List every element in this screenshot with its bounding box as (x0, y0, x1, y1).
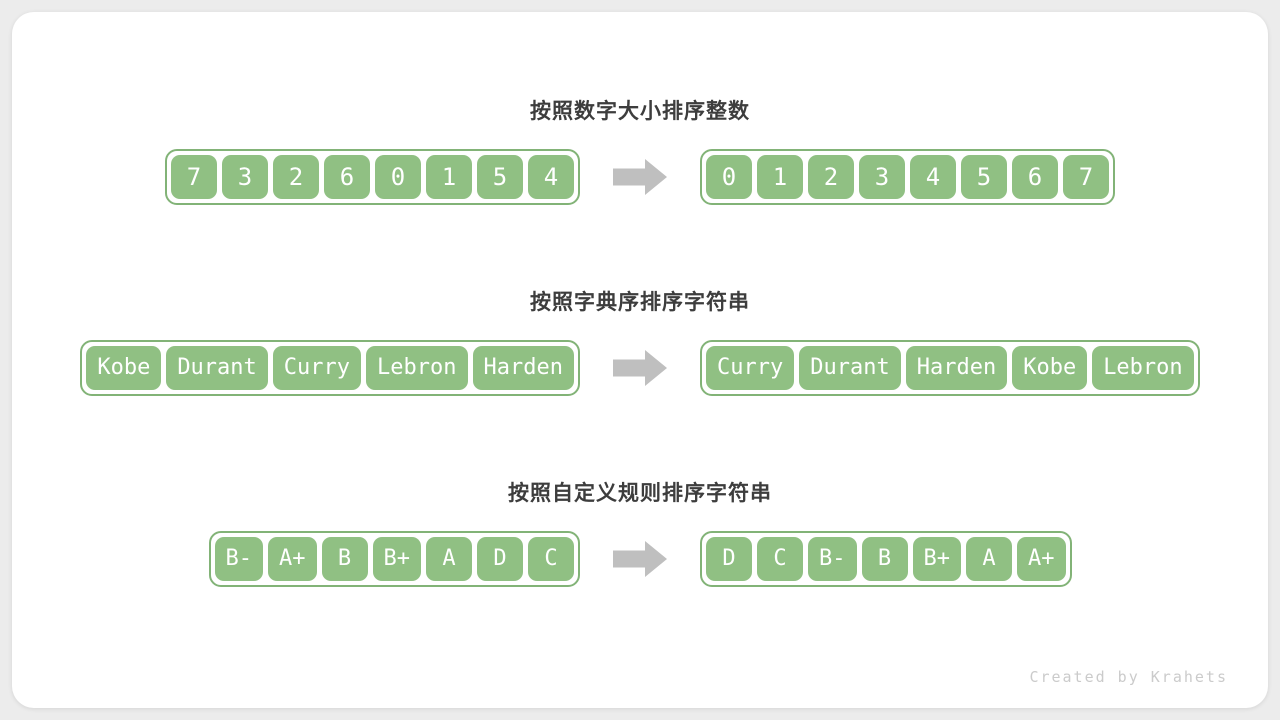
array-cell: 2 (273, 155, 319, 199)
array-cell: A+ (268, 537, 317, 581)
array-cell: A+ (1017, 537, 1066, 581)
array-cell: Lebron (1092, 346, 1194, 390)
array-cell: 4 (528, 155, 574, 199)
array-cell: Harden (472, 346, 574, 390)
array-cell: D (706, 537, 752, 581)
array-cell: Kobe (1012, 346, 1088, 390)
right-block-arrow-icon (613, 350, 667, 386)
array-cell: Lebron (366, 346, 468, 390)
array-cell: Durant (799, 346, 901, 390)
array-cell: 2 (808, 155, 854, 199)
array-cell: C (757, 537, 803, 581)
array-cell: D (477, 537, 523, 581)
array-cell: B- (214, 537, 263, 581)
watermark: Created by Krahets (1029, 668, 1228, 686)
array-cell: 4 (910, 155, 956, 199)
array-cell: 7 (1063, 155, 1109, 199)
array-cell: C (528, 537, 574, 581)
array-cell: 1 (757, 155, 803, 199)
array-cell: 5 (961, 155, 1007, 199)
array-cell: Harden (905, 346, 1008, 390)
array-cell: 6 (324, 155, 370, 199)
section-title: 按照数字大小排序整数 (530, 100, 750, 123)
section-title: 按照自定义规则排序字符串 (508, 482, 772, 505)
array-cell: B- (808, 537, 857, 581)
array-cell: 5 (477, 155, 523, 199)
right-block-arrow-icon (613, 541, 667, 577)
array-cell: Curry (706, 346, 795, 390)
array-cell: Kobe (86, 346, 162, 390)
array-cell: B (321, 537, 368, 581)
array-cell: 3 (859, 155, 905, 199)
section-title: 按照字典序排序字符串 (530, 291, 750, 314)
array-cell: A (966, 537, 1012, 581)
array-cell: 1 (426, 155, 472, 199)
array-cell: B+ (372, 537, 421, 581)
array-cell: Curry (272, 346, 362, 390)
array-cell: Durant (166, 346, 268, 390)
array-cell: B (861, 537, 908, 581)
array-cell: 0 (706, 155, 752, 199)
array-cell: B+ (912, 537, 961, 581)
arrow-column (580, 350, 700, 386)
array-cell: 0 (375, 155, 421, 199)
array-cell: 7 (171, 155, 217, 199)
array-cell: 6 (1012, 155, 1058, 199)
arrow-column (580, 159, 700, 195)
array-cell: 3 (222, 155, 268, 199)
right-block-arrow-icon (613, 159, 667, 195)
array-cell: A (426, 537, 472, 581)
arrow-column (580, 541, 700, 577)
